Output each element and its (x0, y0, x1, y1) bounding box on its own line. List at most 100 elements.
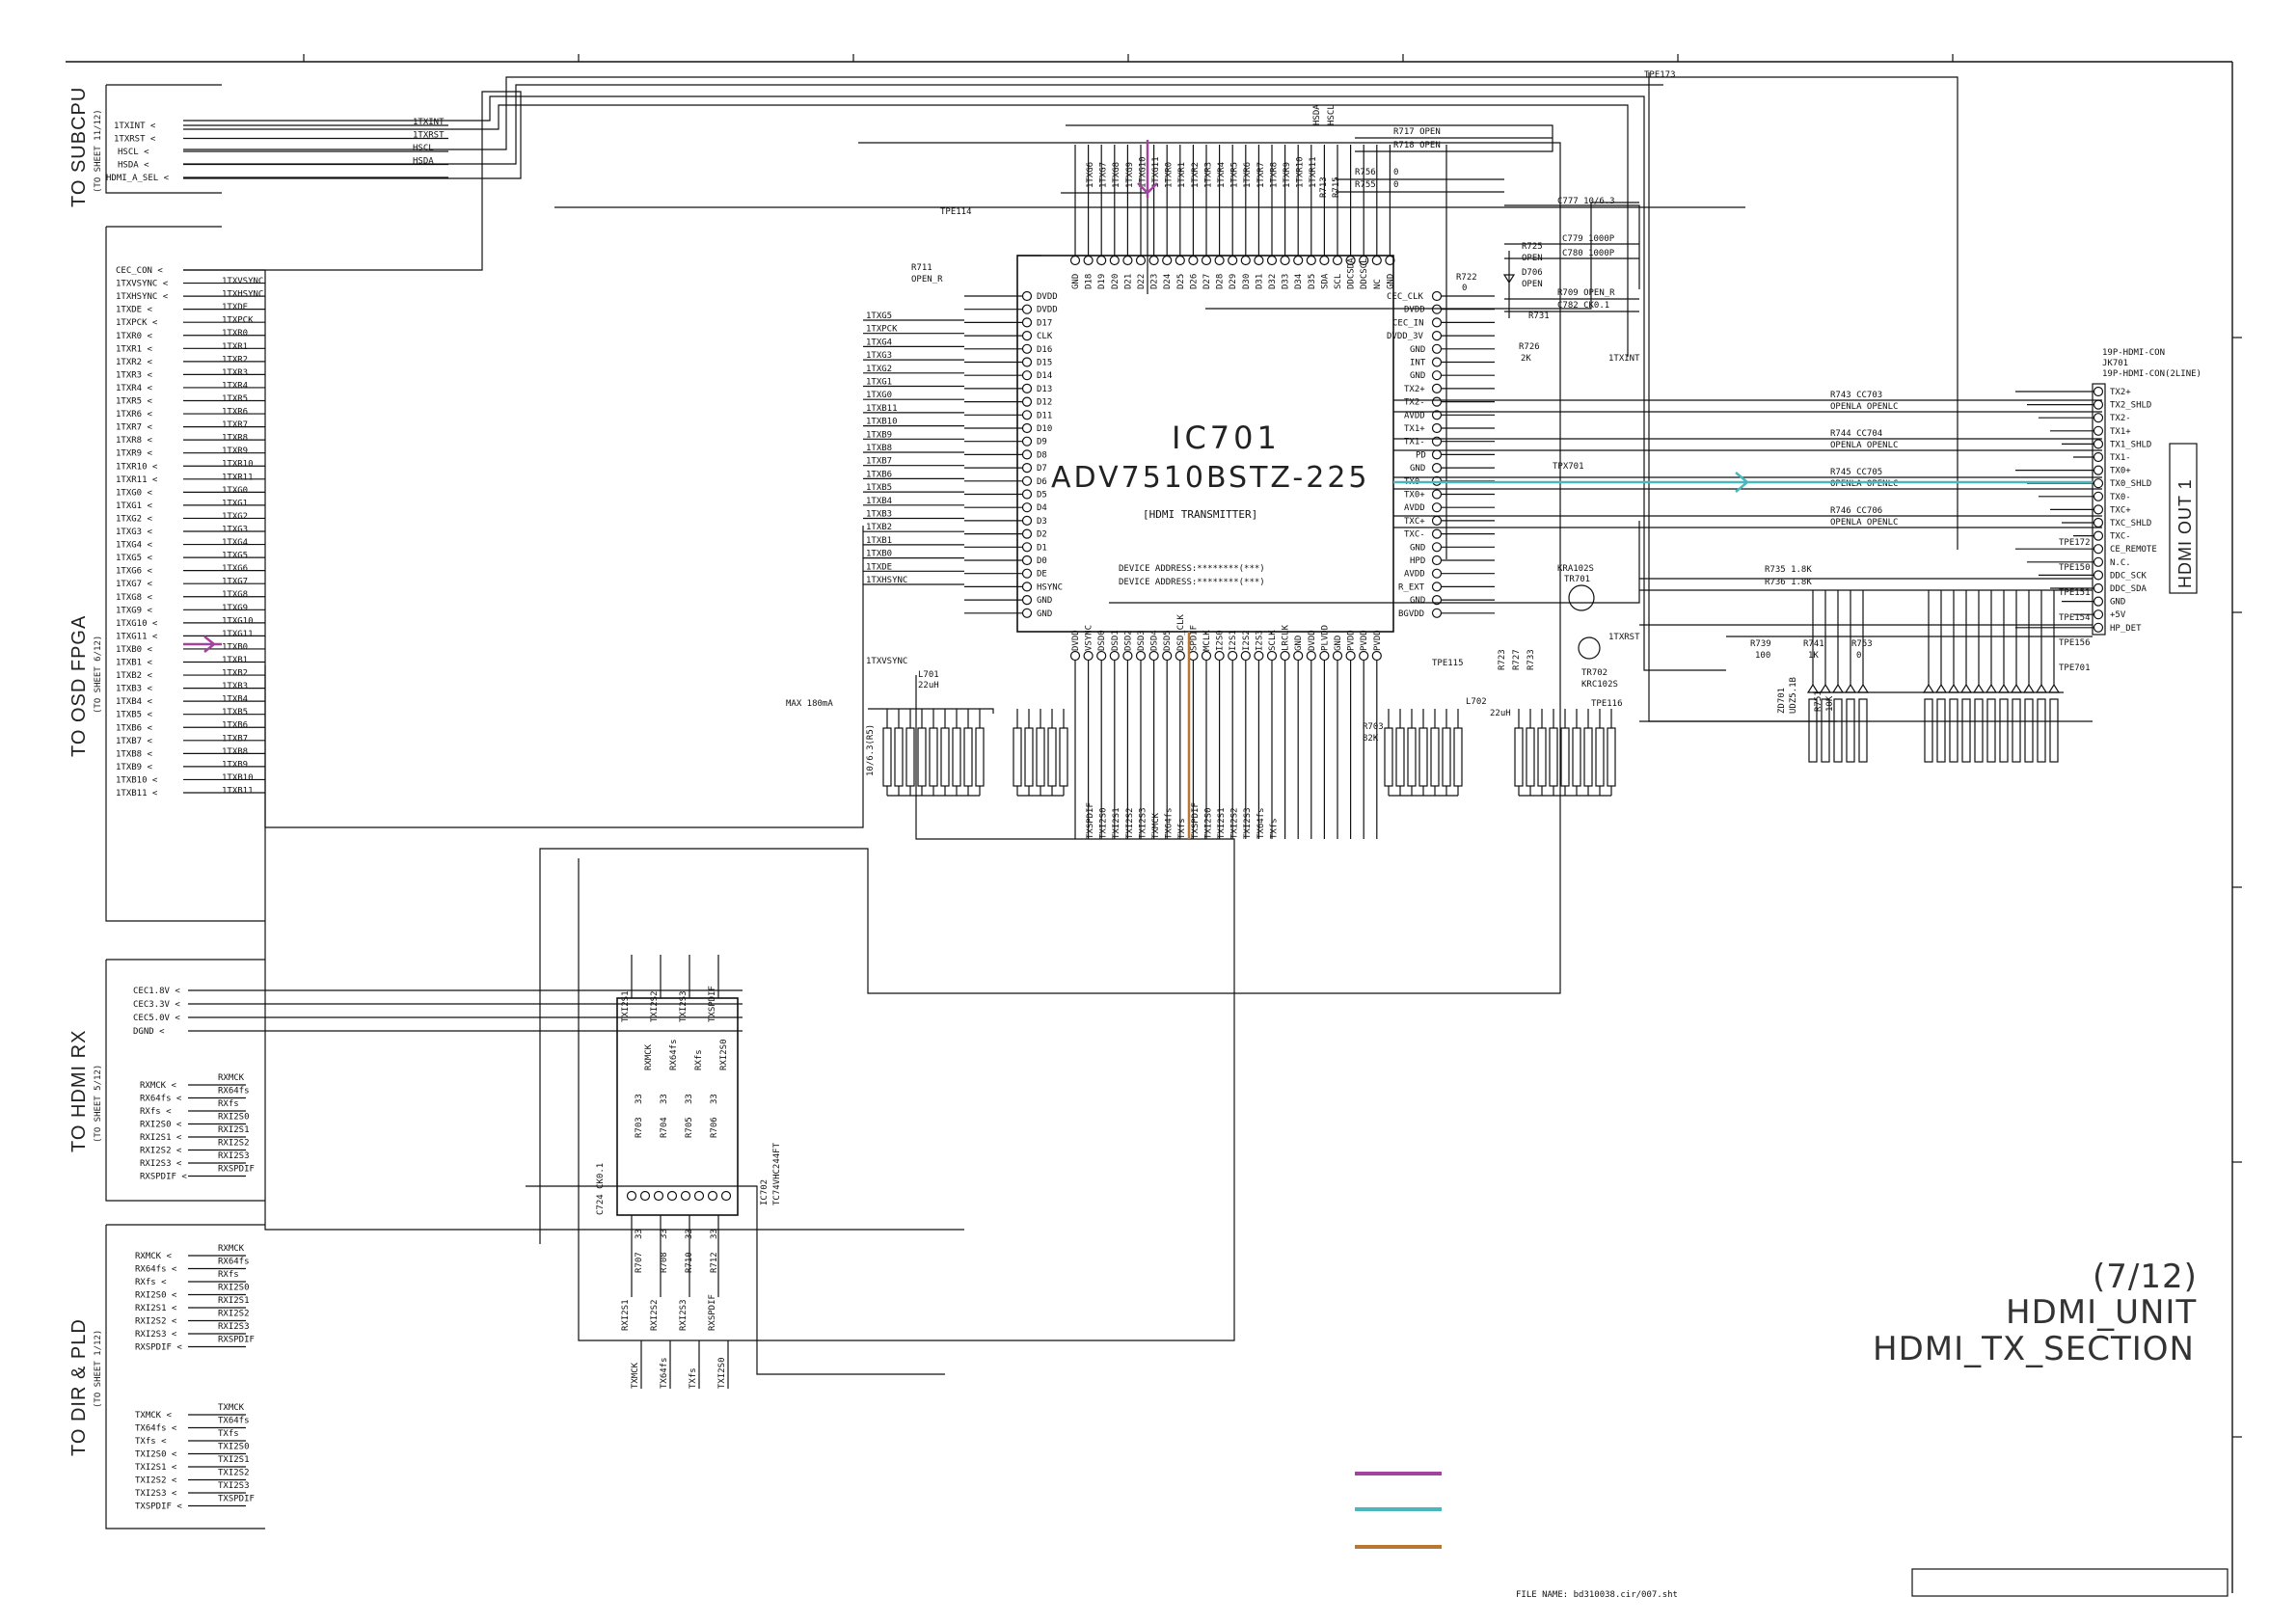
connector-tpe: TPE151 (2059, 588, 2091, 598)
connector-pin-label: TX0+ (2110, 467, 2131, 476)
ic701-pin (1254, 650, 1264, 662)
ic701-left-net: 1TXHSYNC (866, 576, 907, 585)
main-wiring (183, 72, 1958, 1375)
osd-net: 1TXB6 (222, 721, 248, 731)
r715-label: R715 (1332, 176, 1341, 198)
dir-net: TXfs (218, 1429, 239, 1439)
osd-signal: 1TXG9 < (116, 606, 153, 615)
osd-signal: 1TXB7 < (116, 737, 153, 746)
diode-body (2049, 698, 2059, 763)
ic701-bottom-pin: SCLK (1268, 630, 1278, 651)
connector-pin-label: TX1- (2110, 453, 2131, 463)
hdmirx-net: RXMCK (218, 1073, 245, 1083)
r756-value: 0 (1393, 168, 1398, 177)
r753-value: 0 (1856, 651, 1861, 661)
ic701-top-net: 1TXG9 (1125, 162, 1135, 188)
connector-pin-label: TXC+ (2110, 505, 2131, 515)
ic701-pin (1021, 502, 1033, 513)
ic701-bottom-pin: DSD1 (1111, 630, 1121, 651)
ic701-bottom-pin: I2S3 (1255, 630, 1264, 651)
dir-net: TXMCK (218, 1403, 245, 1413)
dir-signal: RXI2S0 < (135, 1291, 177, 1301)
title-line1: HDMI_UNIT (2006, 1293, 2197, 1332)
osd-net: 1TXB7 (222, 734, 248, 744)
connector-pins: TX2+TX2_SHLDTX2-TX1+TX1_SHLDTX1-TX0+TX0_… (2015, 386, 2157, 673)
ic701-pin (1266, 650, 1278, 662)
int-net: 1TXINT (1608, 354, 1640, 364)
ic702-resistor-value: 33 (685, 1229, 694, 1239)
hdmi-connector: 19P-HDMI-CON JK701 19P-HDMI-CON(2LINE) T… (2015, 348, 2201, 673)
ic701-right-pin: GND (1410, 371, 1425, 381)
r703b-value: 82K (1363, 734, 1379, 744)
ic701-pin (1069, 650, 1081, 662)
hdmirx-signal: RXSPDIF < (140, 1173, 187, 1182)
ic701-bottom-pin: I2S0 (1216, 630, 1226, 651)
zd701-label: ZD701 (1777, 688, 1787, 714)
osd-net: 1TXB5 (222, 708, 248, 717)
capacitor (1430, 727, 1440, 787)
diode-body (1833, 698, 1843, 763)
connector-pin-label: TXC_SHLD (2110, 519, 2151, 528)
hdmirx-signal: RXI2S0 < (140, 1121, 182, 1130)
diode (1831, 683, 1845, 693)
ic701-top-pin: D31 (1255, 274, 1264, 289)
connector-ref1: 19P-HDMI-CON (2102, 348, 2165, 358)
signal-lists: 1TXINT <1TXRST <HSCL <HSDA <HDMI_A_SEL <… (106, 118, 743, 1512)
connector-pin (2093, 596, 2104, 607)
osd-signal: 1TXG1 < (116, 501, 153, 511)
ic701-pin (1280, 650, 1290, 662)
r741-value: 1K (1808, 651, 1819, 661)
osd-net: 1TXHSYNC (222, 290, 263, 300)
connector-pin-label: TX1_SHLD (2110, 440, 2151, 449)
ic701-left-net: 1TXG3 (866, 351, 892, 361)
connector-ref3: 19P-HDMI-CON(2LINE) (2102, 369, 2201, 379)
osd-net: 1TXG9 (222, 604, 248, 613)
connector-pin (2093, 517, 2104, 528)
dir-net: TXI2S3 (218, 1481, 250, 1491)
ic701-right-pin: CEC_CLK (1387, 292, 1424, 302)
ic702-bottom-net: RXI2S1 (621, 1299, 631, 1331)
ic701-top-net: 1TXR8 (1269, 162, 1279, 188)
capacitor (1418, 727, 1428, 787)
ic702-resistor-value: 33 (635, 1229, 644, 1239)
ic702-top-net: TXSPDIF (708, 986, 717, 1022)
ic701-bottom-pin: DSD2 (1123, 630, 1133, 651)
ic702-resistor-value: 33 (635, 1094, 644, 1104)
r745-label: R745 CC705 (1830, 468, 1882, 477)
connector-pin-label: +5V (2110, 610, 2126, 620)
osd-net: 1TXR0 (222, 329, 248, 338)
osd-net: 1TXB1 (222, 656, 248, 665)
osd-sheet: (TO SHEET 6/12) (94, 636, 103, 714)
dir-net: RXSPDIF (218, 1336, 255, 1345)
ic702-resistor: R707 (635, 1252, 644, 1273)
osd-net: 1TXB2 (222, 669, 248, 679)
connector-pin (2093, 451, 2104, 463)
capacitor (1047, 727, 1057, 787)
connector-pin (2093, 570, 2104, 581)
subcpu-net: HSCL (413, 144, 434, 153)
ic701-left-pin: D17 (1037, 318, 1052, 328)
ic701-pin (1069, 255, 1081, 266)
ic701-bottom-net: TXI2S2 (1125, 807, 1135, 839)
diode-body (1846, 698, 1855, 763)
r744-label: R744 CC704 (1830, 429, 1882, 439)
connector-pin-label: TX2_SHLD (2110, 401, 2151, 411)
osd-signal: 1TXR5 < (116, 397, 153, 407)
ic701-right-pin: TX0+ (1404, 491, 1425, 501)
ic701-left-net: 1TXB8 (866, 444, 892, 453)
r756-label: R756 (1355, 168, 1376, 177)
connector-pin-label: TX1+ (2110, 427, 2131, 437)
ic701-pin (1431, 608, 1443, 618)
top-passives: R717 OPEN R718 OPEN R756 0 R755 0 R713 R… (911, 70, 1676, 364)
ic701-pin (1201, 650, 1212, 662)
ic701-ref: IC701 (1172, 420, 1281, 456)
dir-net: RXMCK (218, 1244, 245, 1254)
title-box (1911, 1568, 2228, 1597)
output-passives: R743 CC703 OPENLA OPENLC R744 CC704 OPEN… (1393, 391, 2102, 763)
ic701-bottom-net: TXfs (1177, 818, 1187, 839)
r723-label: R723 (1498, 649, 1507, 670)
osd-signal: 1TXB6 < (116, 723, 153, 733)
connector-pin (2093, 556, 2104, 567)
diode-body (1936, 698, 1946, 763)
osd-signal: 1TXR7 < (116, 423, 153, 433)
